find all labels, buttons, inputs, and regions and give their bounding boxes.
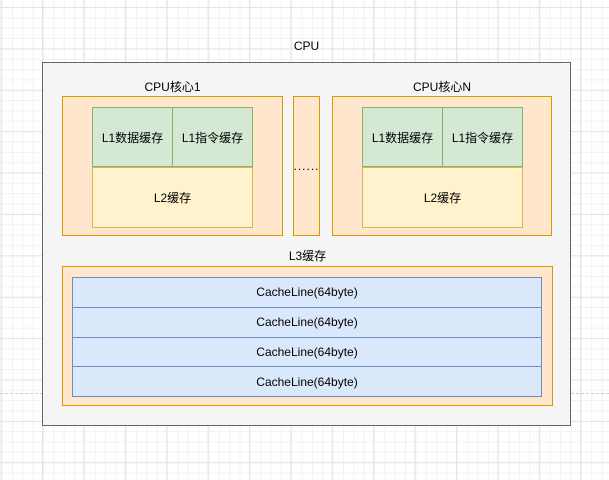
core1-label: CPU核心1	[144, 80, 201, 94]
l3-cache-label: L3缓存	[288, 249, 327, 263]
cacheline-stack: CacheLine(64byte) CacheLine(64byte) Cach…	[72, 277, 542, 397]
cores-ellipsis-box: ......	[293, 96, 320, 236]
core1-l2-cache: L2缓存	[92, 167, 253, 228]
cacheline-row: CacheLine(64byte)	[73, 278, 541, 308]
cacheline-row: CacheLine(64byte)	[256, 374, 358, 389]
coreN-l1-data-cache: L1数据缓存	[371, 130, 434, 145]
cpu-title: CPU	[293, 39, 320, 53]
coreN-l1-instruction-cache: L1指令缓存	[442, 108, 522, 166]
core1-l1-instruction-cache: L1指令缓存	[172, 108, 252, 166]
cacheline-row: CacheLine(64byte)	[73, 308, 541, 338]
core1-l1-row: L1数据缓存 L1指令缓存	[92, 107, 253, 167]
cacheline-row: CacheLine(64byte)	[73, 338, 541, 368]
coreN-l1-row: L1数据缓存 L1指令缓存	[362, 107, 523, 167]
coreN-label: CPU核心N	[412, 80, 471, 94]
coreN-l2-cache: L2缓存	[362, 167, 523, 228]
core1-l1-data-cache: L1数据缓存	[101, 130, 164, 145]
